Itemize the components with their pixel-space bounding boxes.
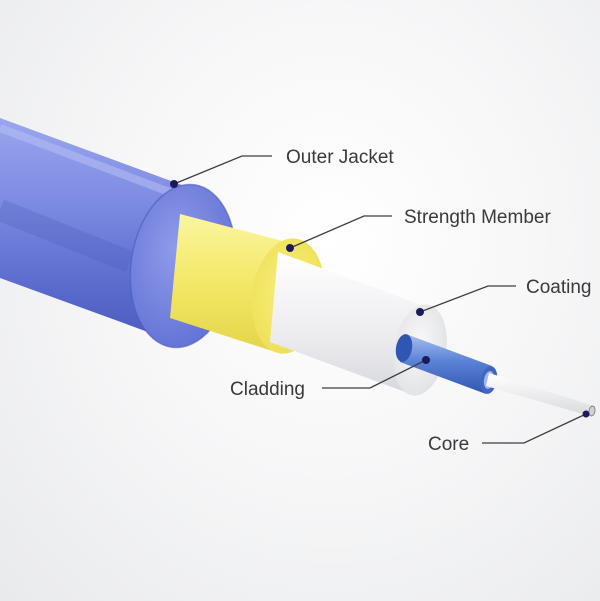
cladding-dot [422, 356, 430, 364]
leader-lines [170, 155, 590, 444]
coating-dot [416, 308, 424, 316]
core-leader [482, 413, 587, 444]
core-label: Core [428, 434, 469, 455]
core-layer [486, 373, 596, 417]
coating-layer [270, 252, 447, 396]
core-dot [582, 410, 590, 418]
strength-member-dot [286, 244, 294, 252]
coating-leader [419, 285, 516, 313]
outer-jacket-label: Outer Jacket [286, 147, 394, 168]
cladding-label: Cladding [230, 379, 305, 400]
labels: Outer Jacket Strength Member Coating Cla… [230, 147, 592, 455]
outer-jacket-dot [170, 180, 178, 188]
outer-jacket-leader [173, 155, 272, 185]
cladding-leader [322, 359, 427, 389]
strength-member-label: Strength Member [404, 207, 551, 228]
coating-label: Coating [526, 277, 592, 298]
strength-member-leader [289, 215, 392, 249]
